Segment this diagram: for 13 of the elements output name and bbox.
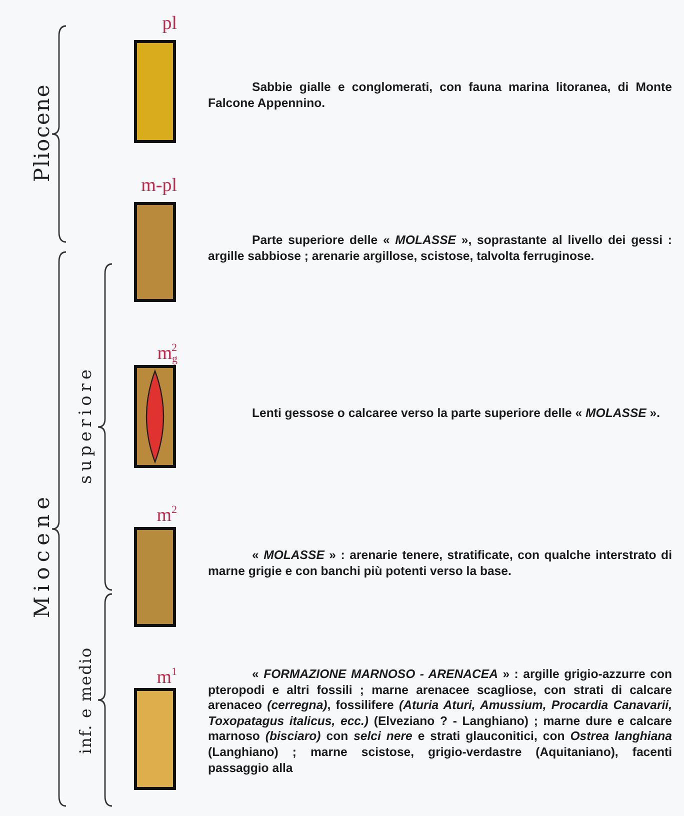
formation-code: m$^{1}$ bbox=[156, 665, 177, 688]
legend-text: Lenti gessose o calcaree verso la parte superiore delle « MOLASSE ». bbox=[251, 406, 662, 422]
legend-text: Parte superiore delle « MOLASSE », soprastante al livello dei gessi : argille sabbiose ; arenarie argillose, scistose, talvolta ferruginose. bbox=[208, 233, 672, 264]
legend-text: « MOLASSE » : arenarie tenere, stratificate, con qualche interstrato di marne grigie e con banchi più potenti verso la base. bbox=[208, 548, 672, 580]
formation-code: m-pl bbox=[140, 176, 177, 196]
legend-text: « FORMAZIONE MARNOSO - ARENACEA » : argille grigio-azzurre con pteropodi e altri fossili ; marne arenacee scagliose, con strati di calcare arenaceo (cerregna), fossilifere (Aturia Aturi, Amussium, Procardia Canavarii, Toxopatagus italicus, ecc.) (Elveziano ? - Langhiano) ; marne dure e calcare marnoso (bisciaro) con selci nere e strati glauconitici, con Ostrea langhiana (Langhiano) ; marne scistose, grigio-verdastre (Aquitaniano), facenti passaggio alla bbox=[208, 667, 672, 776]
legend-text: Sabbie gialle e conglomerati, con fauna marina litoranea, di Monte Falcone Appennino. bbox=[208, 80, 672, 112]
subperiod-label: superiore bbox=[76, 364, 96, 486]
period-label: Miocene bbox=[30, 491, 54, 620]
period-label: Pliocene bbox=[30, 82, 54, 184]
subperiod-label: inf. e medio bbox=[76, 645, 95, 756]
formation-code: m$^{2}$ bbox=[156, 503, 177, 526]
formation-code: pl bbox=[161, 14, 177, 34]
